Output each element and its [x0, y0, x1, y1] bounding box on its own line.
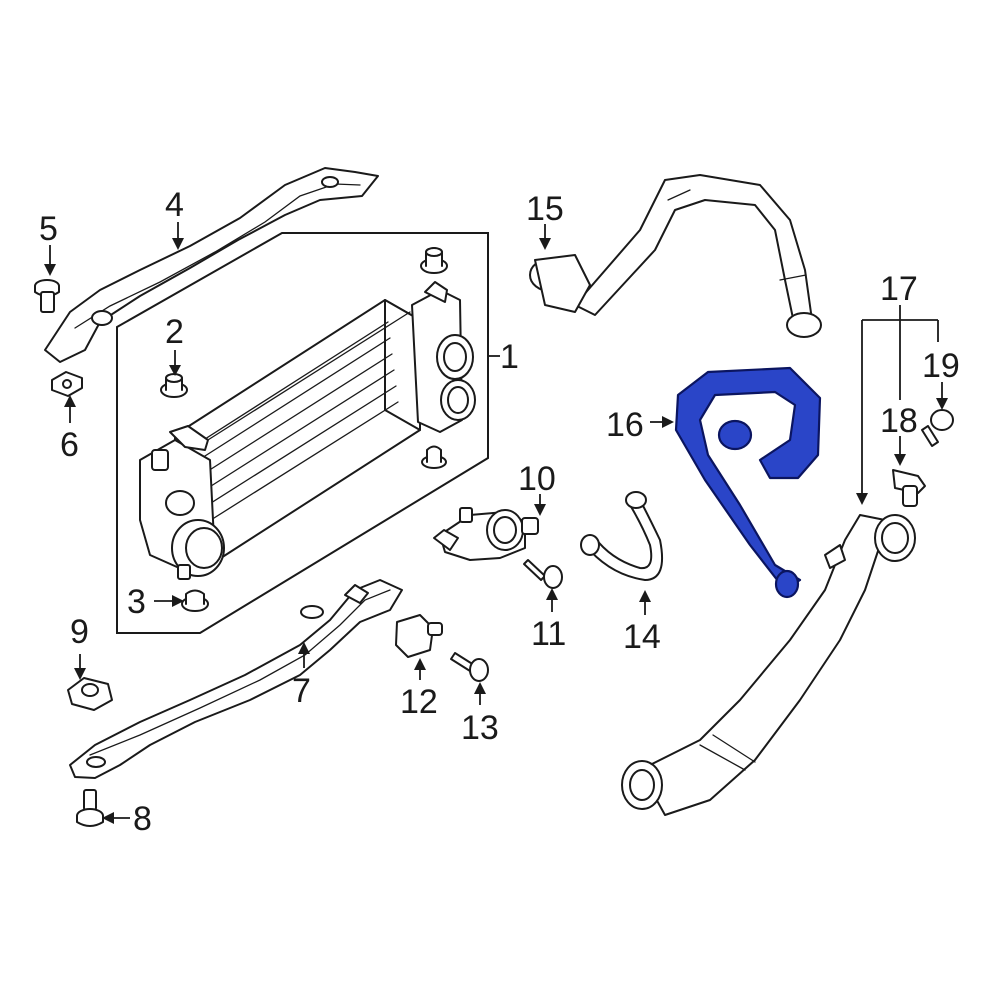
callout-11: 11 — [531, 615, 566, 653]
callout-16: 16 — [606, 406, 644, 444]
callout-19: 19 — [922, 347, 960, 385]
callout-13: 13 — [461, 709, 499, 747]
highlighted-hose-outlet — [774, 569, 800, 599]
valve-bolt[interactable] — [523, 559, 563, 589]
hose-clamp[interactable] — [892, 469, 926, 507]
grommet-lower[interactable] — [181, 589, 209, 612]
callout-1: 1 — [500, 338, 519, 376]
upper-bracket[interactable] — [44, 167, 379, 363]
callout-2: 2 — [165, 313, 184, 351]
lower-bracket[interactable] — [69, 579, 403, 779]
bolt-lower[interactable] — [76, 789, 104, 827]
callout-8: 8 — [133, 800, 152, 838]
clamp-bolt[interactable] — [921, 409, 954, 447]
callout-6: 6 — [60, 426, 79, 464]
pressure-sensor[interactable] — [395, 614, 443, 658]
callout-5: 5 — [39, 210, 58, 248]
grommet-bottom-right[interactable] — [421, 445, 447, 469]
grommet-top-right[interactable] — [420, 247, 448, 274]
callout-3: 3 — [127, 583, 146, 621]
callout-15: 15 — [526, 190, 564, 228]
sensor-bolt[interactable] — [450, 652, 489, 682]
grommet-upper[interactable] — [160, 373, 188, 398]
highlighted-hose-end — [717, 419, 753, 451]
bypass-valve[interactable] — [433, 507, 539, 561]
intercooler[interactable] — [139, 281, 476, 580]
small-hose[interactable] — [580, 491, 664, 581]
clip-nut-lower[interactable] — [67, 677, 113, 711]
intercooler-group-frame — [116, 232, 489, 634]
highlighted-hose-body — [674, 366, 822, 592]
callout-7: 7 — [292, 672, 311, 710]
lower-charge-pipe[interactable] — [621, 514, 916, 816]
highlighted-hose[interactable] — [674, 366, 822, 599]
leader-lines — [44, 222, 948, 824]
callout-4: 4 — [165, 186, 184, 224]
bolt-upper[interactable] — [34, 279, 60, 313]
clip-nut-upper[interactable] — [51, 371, 83, 397]
callout-14: 14 — [623, 618, 661, 656]
callout-labels: 1 2 3 4 5 6 7 8 9 10 11 12 13 14 15 16 1… — [39, 186, 960, 838]
callout-17: 17 — [880, 270, 918, 308]
callout-18: 18 — [880, 402, 918, 440]
callout-9: 9 — [70, 613, 89, 651]
callout-12: 12 — [400, 683, 438, 721]
callout-10: 10 — [518, 460, 556, 498]
upper-hose[interactable] — [529, 174, 822, 338]
